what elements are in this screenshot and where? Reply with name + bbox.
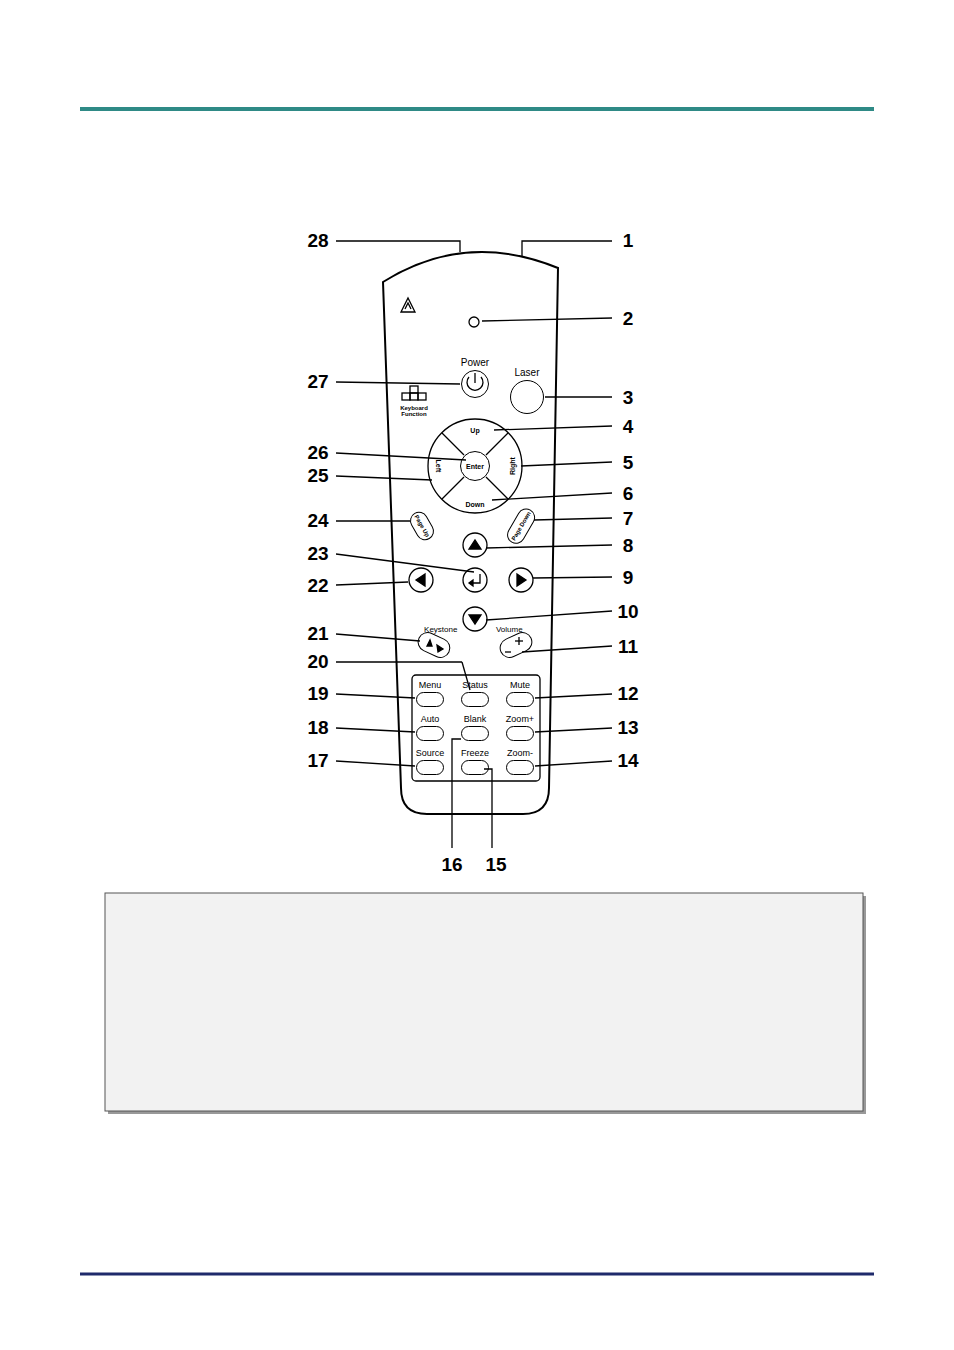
source-button: Source: [416, 760, 444, 775]
leader-lines: [336, 241, 612, 848]
mute-button: Mute: [506, 692, 534, 707]
callout-number: 12: [617, 684, 638, 703]
button-label: Laser: [514, 368, 539, 378]
callout-number: 22: [307, 576, 328, 595]
callout-number: 7: [623, 509, 634, 528]
callout-number: 14: [617, 751, 638, 770]
button-label: Page Down: [510, 510, 531, 541]
callout-number: 8: [623, 536, 634, 555]
direction-label: Right: [509, 457, 516, 475]
callout-number: 23: [307, 544, 328, 563]
page-up-button: Page Up: [407, 509, 438, 544]
callout-number: 26: [307, 443, 328, 462]
callout-number: 21: [307, 624, 328, 643]
laser-button: Laser: [510, 380, 544, 414]
callout-number: 11: [618, 637, 638, 656]
callout-number: 28: [307, 231, 328, 250]
volume-button: Volume: [496, 629, 535, 661]
button-label: Power: [461, 358, 489, 368]
button-label: Zoom-: [507, 749, 533, 758]
callout-number: 2: [623, 309, 634, 328]
button-label: Freeze: [461, 749, 489, 758]
callout-number: 17: [307, 751, 328, 770]
callout-number: 18: [307, 718, 328, 737]
callout-number: 13: [617, 718, 638, 737]
callout-number: 1: [623, 231, 634, 250]
direction-label: Left: [435, 460, 442, 473]
callout-number: 15: [485, 855, 506, 874]
page-down-button: Page Down: [504, 505, 539, 547]
function-caption: Keyboard Function: [397, 405, 431, 417]
callout-number: 27: [307, 372, 328, 391]
button-label: Auto: [421, 715, 440, 724]
button-label: Keystone: [424, 626, 457, 634]
enter-button: Enter: [460, 451, 490, 481]
callout-number: 3: [623, 388, 634, 407]
remote-details: [401, 298, 540, 781]
direction-label: Up: [470, 427, 479, 434]
zoom-out-button: Zoom-: [506, 760, 534, 775]
button-label: Status: [462, 681, 488, 690]
note-box: [105, 893, 863, 1111]
callout-number: 5: [623, 453, 634, 472]
zoom-in-button: Zoom+: [506, 726, 534, 741]
top-rule: [80, 107, 874, 111]
keystone-button: Keystone: [414, 629, 453, 661]
status-button: Status: [461, 692, 489, 707]
callout-number: 16: [441, 855, 462, 874]
callout-number: 9: [623, 568, 634, 587]
bottom-rule: [80, 1273, 874, 1276]
power-button: Power: [461, 370, 489, 398]
button-label: Page Up: [413, 514, 430, 538]
callout-number: 20: [307, 652, 328, 671]
remote-body: [383, 252, 558, 814]
button-label: Blank: [464, 715, 487, 724]
direction-label: Down: [465, 501, 484, 508]
button-label: Menu: [419, 681, 442, 690]
button-label: Zoom+: [506, 715, 534, 724]
button-label: Enter: [466, 463, 484, 470]
button-label: Source: [416, 749, 445, 758]
blank-button: Blank: [461, 726, 489, 741]
button-label: Mute: [510, 681, 530, 690]
callout-number: 6: [623, 484, 634, 503]
button-label: Volume: [496, 626, 523, 634]
auto-button: Auto: [416, 726, 444, 741]
freeze-button: Freeze: [461, 760, 489, 775]
callout-number: 19: [307, 684, 328, 703]
callout-number: 25: [307, 466, 328, 485]
menu-button: Menu: [416, 692, 444, 707]
callout-number: 24: [307, 511, 328, 530]
callout-number: 4: [623, 417, 634, 436]
callout-number: 10: [617, 602, 638, 621]
